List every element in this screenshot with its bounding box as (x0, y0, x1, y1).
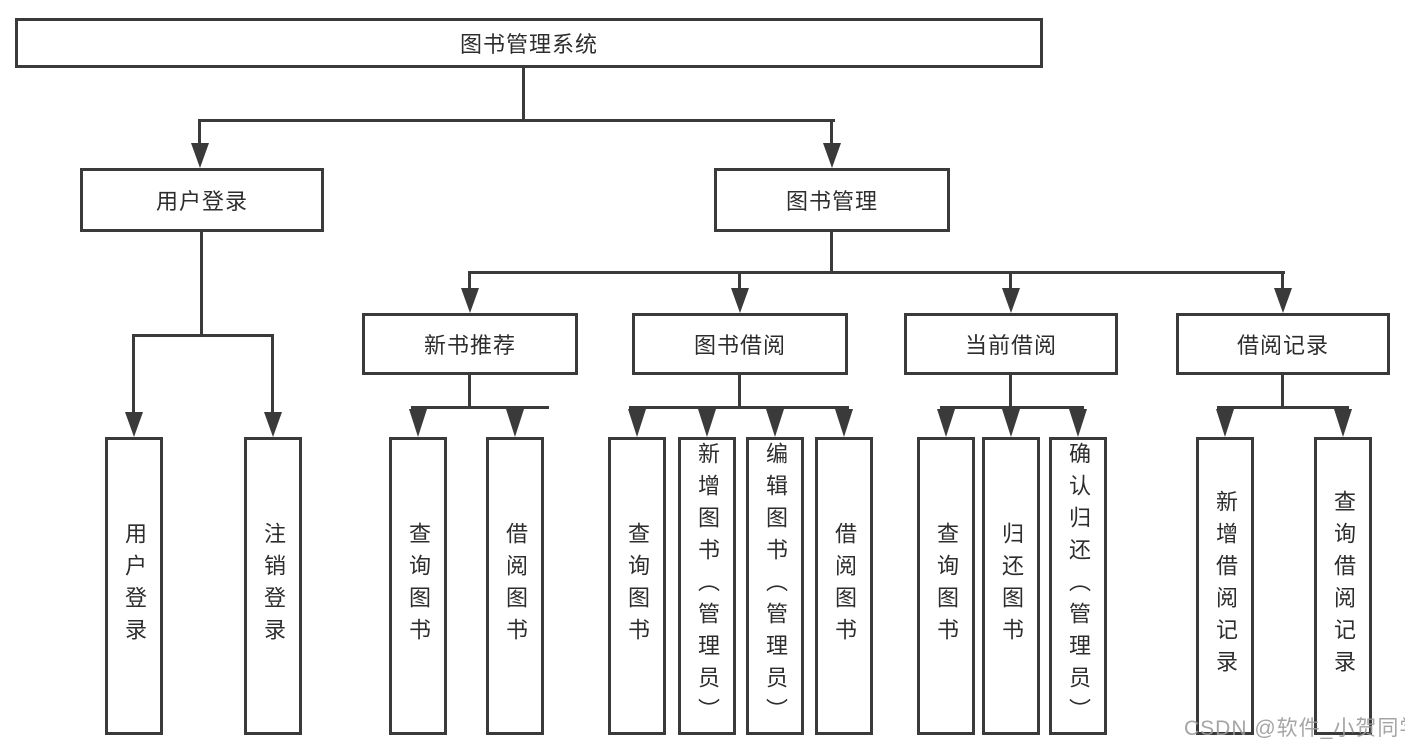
leaf-label: 查询图书 (406, 522, 431, 650)
leaf-return-books: 归还图书 (982, 437, 1040, 735)
arrowhead-down-icon (264, 412, 282, 437)
arrowhead-down-icon (823, 143, 841, 168)
connector-drop-level3 (738, 271, 741, 291)
arrowhead-down-icon (506, 409, 524, 437)
connector-drop-level3 (1281, 271, 1284, 291)
arrowhead-down-icon (766, 409, 784, 437)
node-current-borrow: 当前借阅 (904, 313, 1118, 375)
arrowhead-down-icon (1002, 288, 1020, 313)
connector-borrow-stem (738, 375, 741, 408)
watermark-text: CSDN @软件_小贺同学 (1184, 717, 1405, 740)
arrowhead-down-icon (1274, 288, 1292, 313)
connector-book-mgmt-stem (830, 232, 833, 274)
arrowhead-down-icon (461, 288, 479, 313)
leaf-user-login: 用户登录 (105, 437, 163, 735)
leaf-label: 归还图书 (999, 522, 1024, 650)
leaf-label: 注销登录 (261, 522, 286, 650)
leaf-add-book-admin: 新增图书（管理员） (678, 437, 736, 735)
node-new-book-rec: 新书推荐 (362, 313, 578, 375)
leaf-query-books: 查询图书 (917, 437, 975, 735)
connector-current-bar (940, 406, 1084, 409)
leaf-label: 编辑图书（管理员） (763, 442, 788, 730)
arrowhead-down-icon (1069, 409, 1087, 437)
leaf-label: 新增图书（管理员） (695, 442, 720, 730)
leaf-label: 借阅图书 (832, 522, 857, 650)
connector-new-book-stem (468, 375, 471, 408)
connector-drop-leaf (271, 334, 274, 415)
connector-root-bar (199, 119, 835, 122)
node-root: 图书管理系统 (15, 18, 1043, 68)
connector-drop-leaf (132, 334, 135, 415)
arrowhead-down-icon (409, 409, 427, 437)
leaf-logout: 注销登录 (244, 437, 302, 735)
arrowhead-down-icon (937, 409, 955, 437)
leaf-confirm-return-admin: 确认归还（管理员） (1049, 437, 1107, 735)
leaf-query-books: 查询图书 (389, 437, 447, 735)
leaf-label: 确认归还（管理员） (1066, 442, 1091, 730)
connector-book-mgmt-bar (468, 271, 1285, 274)
leaf-label: 查询图书 (625, 522, 650, 650)
arrowhead-down-icon (191, 143, 209, 168)
arrowhead-down-icon (835, 409, 853, 437)
connector-drop-book-mgmt (830, 119, 833, 146)
leaf-label: 查询图书 (934, 522, 959, 650)
node-user-login: 用户登录 (80, 168, 324, 232)
connector-drop-level3 (468, 271, 471, 291)
connector-borrow-bar (629, 406, 849, 409)
connector-root-stem (522, 68, 525, 122)
connector-new-book-bar (411, 406, 549, 409)
arrowhead-down-icon (731, 288, 749, 313)
leaf-edit-book-admin: 编辑图书（管理员） (746, 437, 804, 735)
arrowhead-down-icon (628, 409, 646, 437)
leaf-borrow-books: 借阅图书 (815, 437, 873, 735)
node-book-mgmt: 图书管理 (714, 168, 950, 232)
arrowhead-down-icon (1002, 409, 1020, 437)
connector-record-bar (1217, 406, 1349, 409)
connector-user-login-stem (200, 232, 203, 337)
arrowhead-down-icon (125, 412, 143, 437)
connector-record-stem (1281, 375, 1284, 408)
connector-drop-level3 (1009, 271, 1012, 291)
leaf-label: 用户登录 (122, 522, 147, 650)
arrowhead-down-icon (1334, 409, 1352, 437)
connector-user-login-bar (132, 334, 274, 337)
leaf-query-borrow-record: 查询借阅记录 (1314, 437, 1372, 735)
arrowhead-down-icon (698, 409, 716, 437)
leaf-add-borrow-record: 新增借阅记录 (1196, 437, 1254, 735)
connector-current-stem (1009, 375, 1012, 408)
connector-drop-user-login (198, 119, 201, 146)
leaf-label: 新增借阅记录 (1213, 490, 1238, 682)
leaf-label: 查询借阅记录 (1331, 490, 1356, 682)
node-borrow-record: 借阅记录 (1176, 313, 1390, 375)
node-book-borrow: 图书借阅 (632, 313, 848, 375)
leaf-label: 借阅图书 (503, 522, 528, 650)
leaf-query-books: 查询图书 (608, 437, 666, 735)
leaf-borrow-books: 借阅图书 (486, 437, 544, 735)
arrowhead-down-icon (1216, 409, 1234, 437)
